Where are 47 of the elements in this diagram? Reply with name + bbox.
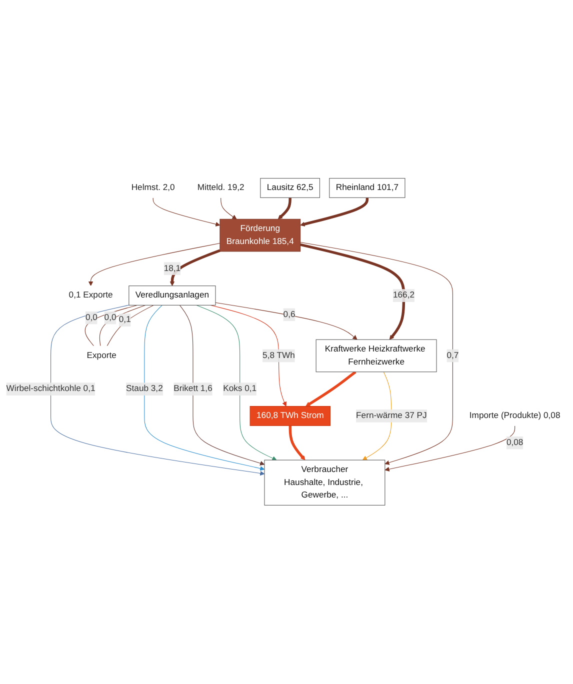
arrow: [144, 305, 265, 471]
arrow: [88, 243, 220, 286]
edge-label: 0,0: [104, 313, 116, 322]
node-box: Förderung Braunkohle 185,4: [220, 219, 301, 252]
edge-label: 0,08: [506, 438, 524, 448]
arrow: [170, 250, 220, 286]
arrow: [362, 372, 392, 460]
arrow: [300, 244, 406, 340]
arrow: [300, 198, 369, 227]
node-box: Veredlungsanlagen: [128, 286, 216, 306]
node-box: Kraftwerke Heizkraftwerke Fernheizwerke: [316, 340, 437, 372]
arrow: [196, 305, 277, 461]
arrow: [278, 198, 292, 220]
node-text: Helmst. 2,0: [131, 183, 175, 193]
arrow: [384, 426, 516, 472]
edge-label: 0,7: [446, 351, 459, 360]
node-box: Lausitz 62,5: [260, 178, 320, 198]
arrow: [50, 305, 265, 476]
edge-label: Brikett 1,6: [174, 384, 212, 394]
edge-label: Staub 3,2: [126, 384, 163, 394]
arrow: [152, 198, 220, 227]
edge-label: 18,1: [164, 264, 181, 274]
node-box: 160,8 TWh Strom: [250, 406, 330, 426]
arrow: [220, 198, 237, 220]
node-box: Rheinland 101,7: [329, 178, 406, 198]
arrow: [288, 426, 306, 460]
arrow: [215, 302, 358, 340]
edge-label: Wirbel-schichtkohle 0,1: [6, 384, 96, 394]
arrow: [210, 305, 287, 407]
node-text: 0,1 Exporte: [68, 290, 113, 300]
connector: [106, 305, 154, 347]
arrow: [179, 305, 265, 466]
edge-label: 5,8 TWh: [262, 351, 295, 360]
arrow: [300, 242, 453, 466]
node-text: Mitteld. 19,2: [197, 183, 244, 193]
arrow: [306, 371, 356, 407]
connector: [99, 305, 146, 347]
node-text: Importe (Produkte) 0,08: [469, 411, 560, 421]
edge-label: 0,6: [283, 310, 296, 320]
edge-label: 0,1: [118, 315, 131, 325]
node-box: Verbraucher Haushalte, Industrie, Gewerbe, ...: [264, 460, 386, 506]
edge-label: 0,0: [85, 313, 98, 322]
edge-label: Koks 0,1: [223, 384, 257, 394]
node-text: Exporte: [86, 351, 116, 360]
edge-label: 166,2: [392, 290, 415, 300]
edge-label: Fern-wärme 37 PJ: [356, 411, 427, 421]
connector: [84, 305, 138, 347]
